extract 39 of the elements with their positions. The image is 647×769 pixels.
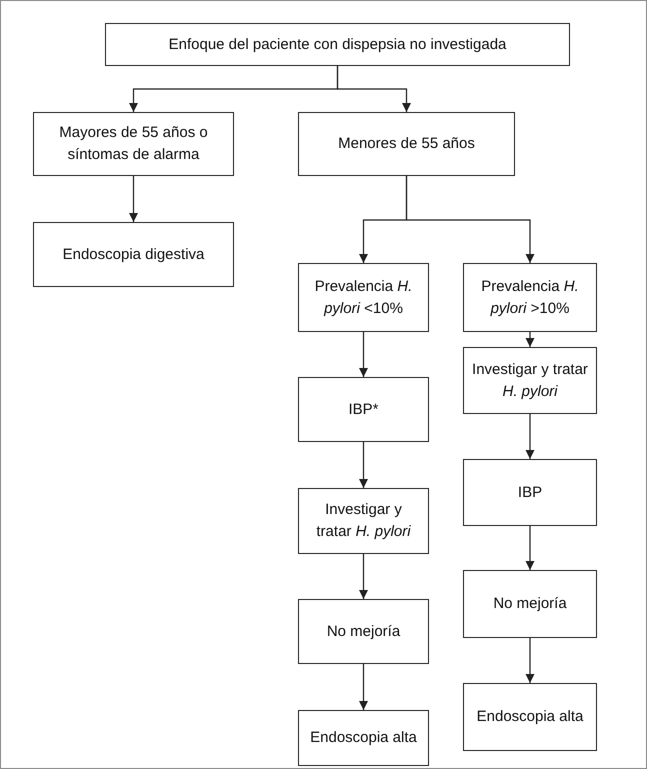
process-box bbox=[33, 222, 234, 287]
process-box bbox=[298, 710, 429, 766]
process-box bbox=[463, 263, 597, 332]
arrow bbox=[359, 332, 368, 377]
process-box bbox=[298, 599, 429, 664]
arrow bbox=[359, 442, 368, 488]
box-text: Investigar y tratar H. pylori bbox=[315, 500, 412, 542]
arrow bbox=[336, 66, 411, 112]
box-text: IBP* bbox=[348, 400, 378, 420]
process-box bbox=[298, 377, 429, 442]
process-box bbox=[33, 112, 234, 176]
box-text: No mejoría bbox=[493, 594, 567, 614]
process-box bbox=[463, 570, 597, 638]
box-text: IBP bbox=[518, 482, 542, 503]
process-box bbox=[463, 347, 597, 414]
arrow bbox=[359, 664, 368, 710]
arrow bbox=[526, 526, 534, 570]
arrow bbox=[526, 332, 534, 347]
arrow bbox=[526, 638, 534, 683]
box-text: No mejoría bbox=[326, 622, 400, 642]
process-box bbox=[105, 23, 570, 66]
box-text: Endoscopia alta bbox=[476, 707, 584, 728]
box-text: Endoscopia alta bbox=[310, 728, 417, 748]
arrow bbox=[526, 414, 534, 459]
process-box bbox=[298, 112, 515, 176]
box-text: Menores de 55 años bbox=[338, 134, 475, 154]
process-box bbox=[298, 263, 429, 332]
arrow bbox=[129, 176, 138, 222]
box-text: Investigar y tratar H. pylori bbox=[472, 360, 588, 402]
arrow bbox=[359, 554, 368, 599]
box-text: Endoscopia digestiva bbox=[62, 244, 204, 265]
box-text: Enfoque del paciente con dispepsia no investigada bbox=[168, 34, 506, 55]
box-text: Prevalencia H. pylori <10% bbox=[314, 276, 414, 318]
box-text: Mayores de 55 años o síntomas de alarma bbox=[58, 123, 209, 165]
box-text: Prevalencia H. pylori >10% bbox=[480, 276, 580, 318]
arrow bbox=[406, 176, 534, 263]
process-box bbox=[298, 488, 429, 554]
process-box bbox=[463, 459, 597, 526]
process-box bbox=[463, 683, 597, 751]
